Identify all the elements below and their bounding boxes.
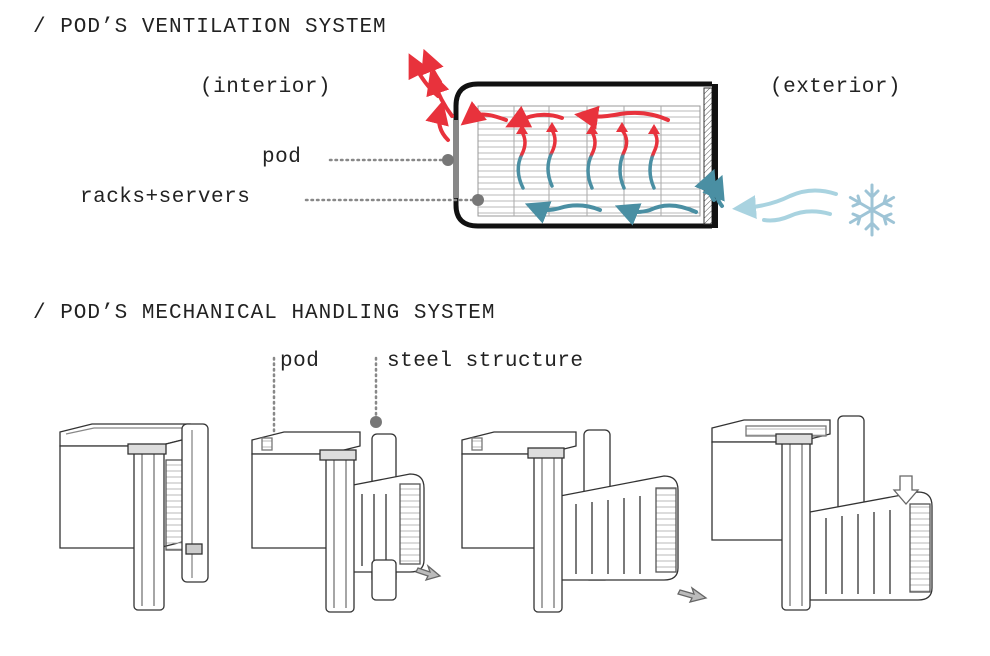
steel-structure-label: steel structure (387, 350, 584, 373)
pod-label: pod (262, 146, 302, 169)
hot-air-arrow-icon (425, 100, 450, 142)
pod-ventilation-diagram (304, 48, 896, 237)
hot-air-arrow-icon (408, 53, 440, 98)
step-4 (711, 415, 933, 611)
hot-air-arrows (408, 48, 670, 142)
cold-air-arrow-icon (614, 203, 698, 226)
snowflake-icon (848, 183, 896, 237)
intake-air-arrows (732, 188, 838, 223)
cold-air-arrow-icon (524, 201, 602, 224)
leader-lines (304, 154, 484, 206)
hot-air-arrow-icon (505, 105, 564, 128)
step-3 (461, 429, 708, 613)
intake-air-arrow-icon (732, 188, 838, 220)
exterior-label: (exterior) (770, 76, 902, 99)
hot-air-arrow-icon (460, 101, 508, 126)
hot-air-arrow-icon (426, 70, 454, 118)
hot-air-arrow-icon (574, 105, 670, 130)
cold-air-arrow-icon (702, 174, 725, 208)
cold-air-arrows (524, 168, 725, 226)
interior-label: (interior) (200, 76, 332, 99)
handling-title: / POD’S MECHANICAL HANDLING SYSTEM (33, 302, 496, 325)
racks-servers-label: racks+servers (80, 186, 251, 209)
rising-air-arrows (516, 128, 659, 190)
ventilation-title: / POD’S VENTILATION SYSTEM (33, 16, 387, 39)
pod-exterior-grille (703, 87, 713, 225)
handling-pod-label: pod (280, 350, 320, 373)
hot-air-arrow-icon (421, 48, 444, 84)
step-1 (59, 423, 209, 611)
down-arrow-icon (892, 475, 920, 505)
step-2 (251, 431, 442, 613)
